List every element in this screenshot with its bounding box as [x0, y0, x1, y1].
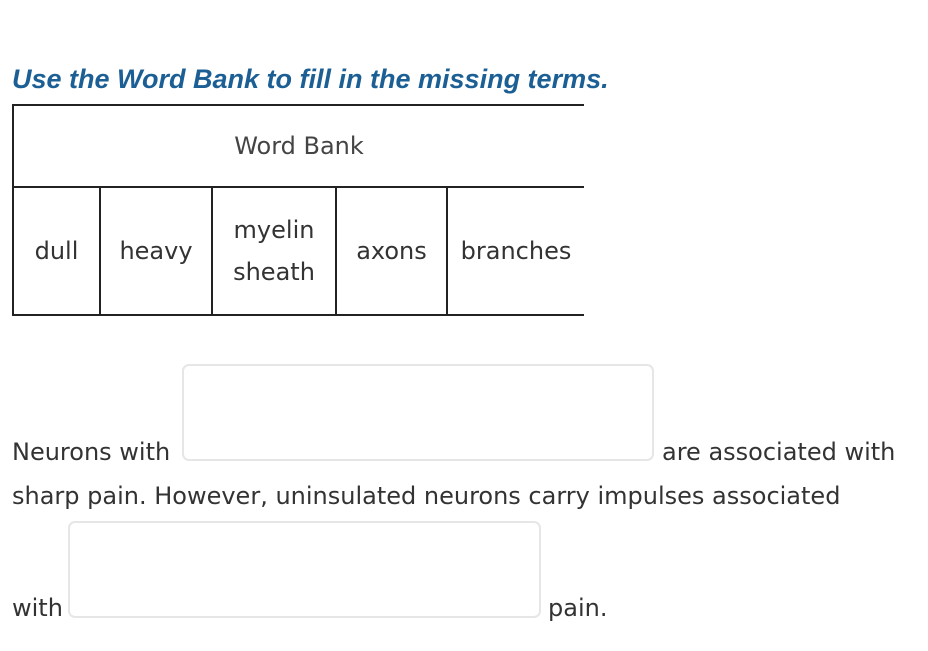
word-bank-row: dull heavy myelin sheath axons branches	[14, 188, 584, 314]
blank-input-2[interactable]	[68, 521, 541, 618]
word-bank-item-myelin-sheath: myelin sheath	[213, 188, 337, 314]
sentence-part-are-associated-with: are associated with	[662, 438, 896, 466]
word-bank-table: Word Bank dull heavy myelin sheath axons…	[12, 104, 584, 316]
word-bank-title: Word Bank	[14, 106, 584, 188]
blank-input-1[interactable]	[182, 364, 654, 461]
word-bank-item-axons: axons	[337, 188, 448, 314]
sentence-part-pain: pain.	[548, 594, 608, 622]
word-bank-item-heavy: heavy	[101, 188, 213, 314]
word-bank-item-branches: branches	[460, 237, 572, 265]
sentence-part-with: with	[12, 594, 63, 622]
sentence-part-sharp-pain: sharp pain. However, uninsulated neurons…	[12, 482, 841, 510]
word-bank-item-dull: dull	[14, 188, 101, 314]
sentence-part-neurons-with: Neurons with	[12, 438, 171, 466]
instruction-heading: Use the Word Bank to fill in the missing…	[12, 64, 609, 94]
